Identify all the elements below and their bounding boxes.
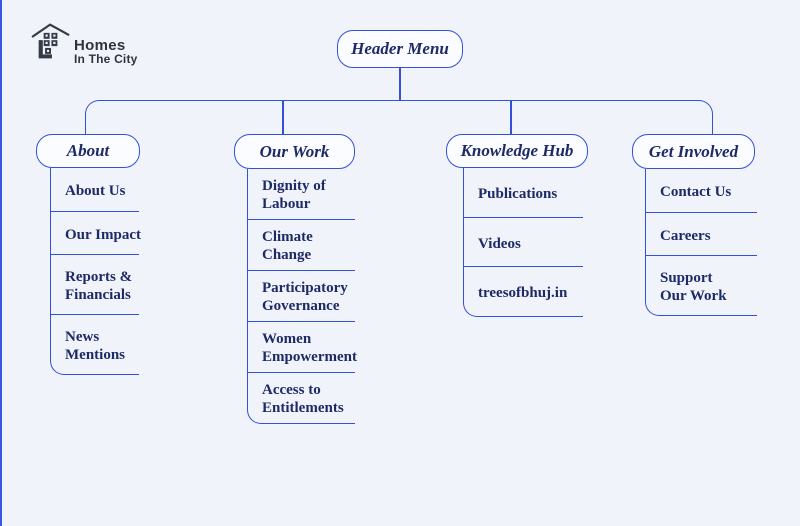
node-about: About: [36, 134, 140, 168]
node-our-work-label: Our Work: [259, 141, 330, 161]
node-knowledge-hub-label: Knowledge Hub: [460, 141, 574, 160]
branch-list-get-involved: Contact Us Careers Support Our Work: [645, 169, 757, 316]
connector-root-stub: [399, 67, 401, 101]
left-edge-strip: [0, 0, 2, 526]
connector-bracket: [85, 100, 713, 134]
menu-item-reports-financials: Reports & Financials: [51, 255, 139, 315]
logo-text-line2: In The City: [74, 51, 138, 66]
menu-item-videos: Videos: [464, 218, 583, 267]
menu-item-news-mentions: News Mentions: [65, 329, 125, 363]
node-header-menu: Header Menu: [337, 30, 463, 68]
house-logo-icon: [30, 20, 72, 69]
logo-wordmark: Homes In The City: [74, 38, 138, 66]
menu-item-publications: Publications: [464, 168, 583, 218]
logo: Homes In The City: [30, 20, 138, 69]
menu-item-women-empowerment: Women Empowerment: [248, 322, 357, 373]
menu-item-treesofbhuj: treesofbhuj.in: [478, 285, 568, 301]
branch-list-our-work: Dignity of Labour Climate Change Partici…: [247, 169, 357, 424]
node-knowledge-hub: Knowledge Hub: [446, 134, 588, 168]
menu-item-our-impact: Our Impact: [51, 212, 141, 255]
node-get-involved: Get Involved: [632, 134, 755, 169]
menu-item-dignity-of-labour: Dignity of Labour: [248, 169, 355, 220]
node-our-work: Our Work: [234, 134, 355, 169]
menu-item-support-our-work: Support Our Work: [660, 270, 727, 304]
branch-list-knowledge-hub: Publications Videos treesofbhuj.in: [463, 168, 583, 317]
node-header-menu-label: Header Menu: [351, 39, 449, 58]
menu-item-contact-us: Contact Us: [646, 169, 757, 213]
menu-item-climate-change: Climate Change: [248, 220, 355, 271]
menu-item-access-to-entitlements: Access to Entitlements: [262, 382, 344, 416]
node-get-involved-label: Get Involved: [648, 141, 739, 161]
connector-drop-our-work: [282, 101, 284, 134]
menu-item-participatory-governance: Participatory Governance: [248, 271, 355, 322]
menu-item-about-us: About Us: [51, 168, 139, 212]
branch-list-about: About Us Our Impact Reports & Financials…: [50, 168, 141, 375]
logo-text-line1: Homes: [74, 36, 126, 54]
node-about-label: About: [66, 141, 110, 160]
connector-drop-knowledge-hub: [510, 101, 512, 134]
menu-item-careers: Careers: [646, 213, 757, 256]
